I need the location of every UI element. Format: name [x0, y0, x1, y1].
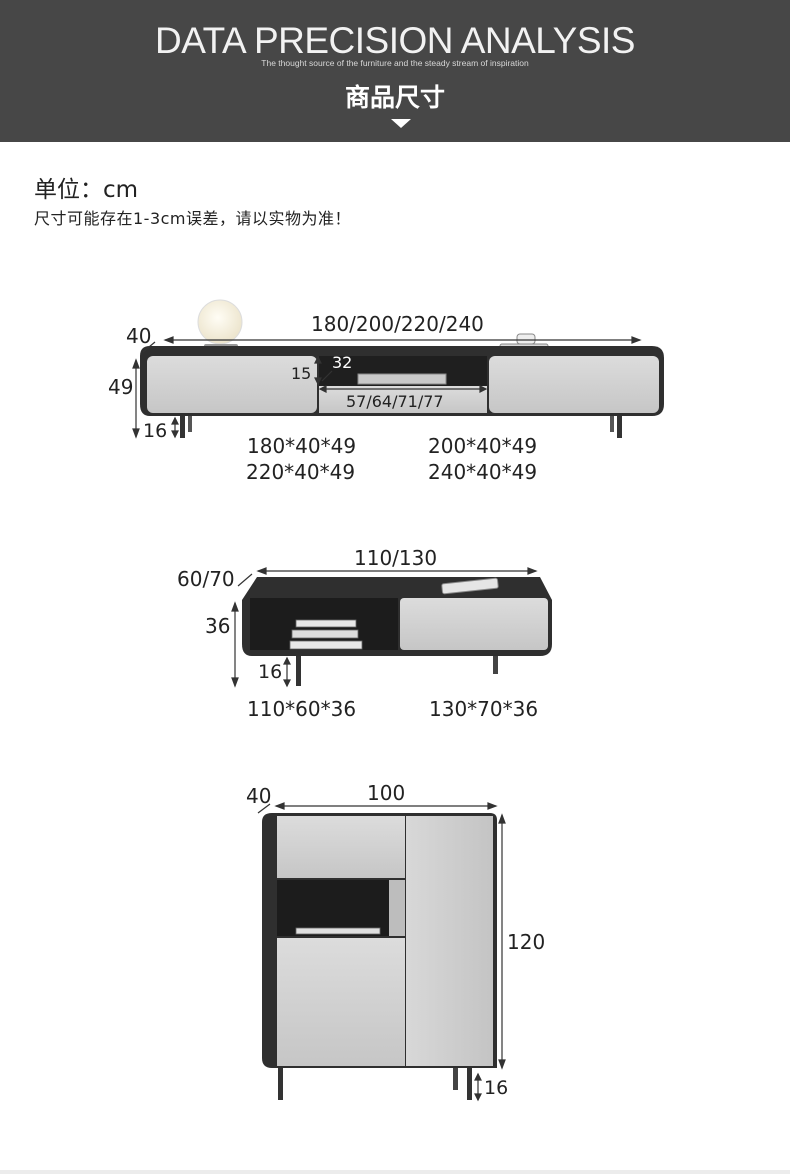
- coffee-depth-label: 60/70: [177, 567, 235, 591]
- tv-size-option: 180*40*49: [247, 434, 357, 458]
- tv-size-option: 240*40*49: [428, 460, 538, 484]
- side-depth-label: 40: [246, 784, 272, 808]
- tv-shelf-depth-label: 32: [332, 353, 353, 372]
- tv-dimension-lines: [132, 336, 642, 439]
- coffee-table-dimension-lines: [231, 567, 538, 688]
- tv-leg-height-label: 16: [143, 420, 168, 442]
- tv-cabinet-illustration: [140, 299, 664, 438]
- header-banner: DATA PRECISION ANALYSIS The thought sour…: [0, 0, 790, 142]
- coffee-height-label: 36: [205, 614, 231, 638]
- tv-size-option: 220*40*49: [246, 460, 356, 484]
- tv-size-option: 200*40*49: [428, 434, 538, 458]
- coffee-size-option: 130*70*36: [429, 697, 539, 721]
- tv-shelf-width-label: 57/64/71/77: [346, 392, 444, 411]
- down-arrow-icon: [391, 119, 411, 128]
- coffee-leg-height-label: 16: [258, 661, 283, 683]
- footer-divider: [0, 1170, 790, 1174]
- tv-shelf-height-label: 15: [291, 364, 312, 383]
- side-cabinet-dimension-lines: [257, 802, 506, 1102]
- coffee-table-illustration: [242, 577, 552, 686]
- side-width-label: 100: [367, 781, 406, 805]
- tv-height-label: 49: [108, 375, 134, 399]
- lamp-icon: [197, 299, 243, 345]
- tv-depth-label: 40: [126, 324, 152, 348]
- page-title: DATA PRECISION ANALYSIS: [155, 20, 635, 61]
- side-leg-height-label: 16: [484, 1077, 509, 1099]
- section-title: 商品尺寸: [344, 83, 445, 112]
- coffee-length-label: 110/130: [354, 546, 438, 570]
- side-height-label: 120: [507, 930, 546, 954]
- coffee-size-option: 110*60*36: [247, 697, 357, 721]
- side-cabinet-illustration: [262, 813, 497, 1100]
- tolerance-note: 尺寸可能存在1-3cm误差，请以实物为准！: [34, 209, 352, 228]
- unit-note: 单位：cm: [34, 177, 139, 203]
- page-subtitle: The thought source of the furniture and …: [261, 58, 529, 68]
- tv-length-label: 180/200/220/240: [311, 312, 484, 336]
